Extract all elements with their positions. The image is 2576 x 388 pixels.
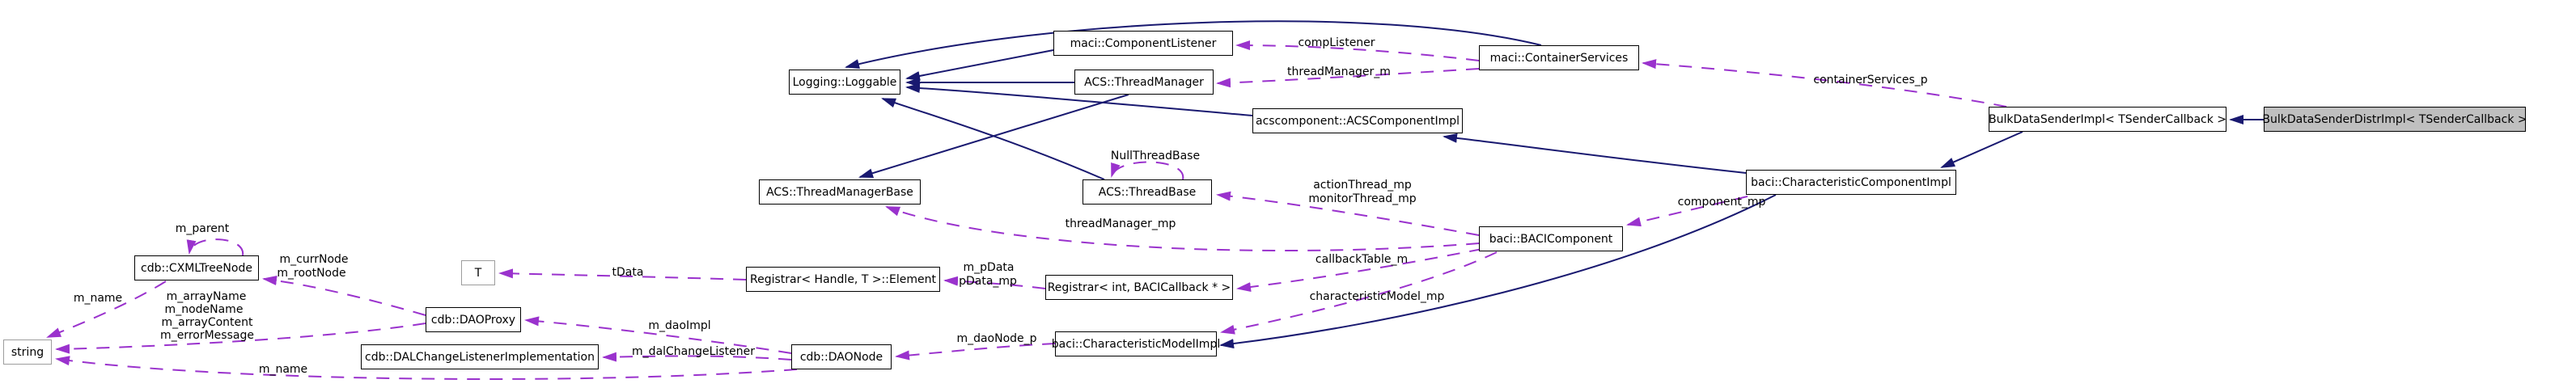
edge-baci-component-to-thread-base	[1216, 191, 1480, 236]
edge-container-services-to-thread-manager	[1216, 68, 1480, 88]
edge-char-component-impl-to-char-model-impl	[1219, 194, 1777, 349]
edge-dao-proxy-to-string-node	[55, 323, 426, 354]
edge-label-m-pdata: m_pData	[963, 261, 1015, 274]
class-node-thread-manager[interactable]: ACS::ThreadManager	[1074, 70, 1214, 95]
edge-dao-node-to-dal-change-listener	[602, 352, 792, 362]
edge-label-m-arrayname: m_arrayName	[166, 290, 247, 303]
edge-label-m-daoimpl: m_daoImpl	[648, 319, 711, 332]
edge-thread-manager-to-thread-manager-base	[858, 94, 1129, 179]
edge-xml-tree-node-to-string-node	[46, 280, 167, 338]
edge-label-threadmanager-m: threadManager_m	[1287, 65, 1391, 78]
edge-label-m-dalchangelistener: m_dalChangeListener	[632, 345, 755, 358]
edge-registrar-element-to-t-node	[498, 268, 747, 280]
class-node-thread-manager-base[interactable]: ACS::ThreadManagerBase	[759, 179, 921, 205]
class-node-loggable[interactable]: Logging::Loggable	[789, 70, 900, 95]
class-node-registrar-element[interactable]: Registrar< Handle, T >::Element	[746, 267, 940, 292]
edge-char-component-impl-to-baci-component	[1626, 196, 1748, 227]
class-node-string-node[interactable]: string	[3, 340, 52, 365]
class-node-dao-proxy[interactable]: cdb::DAOProxy	[426, 307, 521, 332]
class-node-thread-base[interactable]: ACS::ThreadBase	[1083, 179, 1212, 205]
edge-label-component-mp: component_mp	[1677, 196, 1766, 209]
edge-container-services-to-comp-listener	[1235, 40, 1480, 61]
edge-container-services-to-loggable	[845, 20, 1542, 69]
edge-label-m-arraycontent: m_arrayContent	[161, 316, 253, 329]
edge-label-monitorthread-mp: monitorThread_mp	[1308, 192, 1417, 205]
class-node-acs-component-impl[interactable]: acscomponent::ACSComponentImpl	[1252, 108, 1463, 133]
edge-dao-node-to-string-node	[55, 356, 798, 380]
class-node-dal-change-listener[interactable]: cdb::DALChangeListenerImplementation	[361, 344, 599, 369]
class-node-dao-node[interactable]: cdb::DAONode	[791, 344, 892, 369]
edge-thread-base-to-thread-base	[1111, 161, 1184, 180]
edge-comp-listener-to-loggable	[905, 49, 1054, 81]
class-node-char-model-impl[interactable]: baci::CharacteristicModelImpl	[1052, 331, 1220, 356]
edge-dao-node-to-dao-proxy	[524, 316, 792, 354]
edge-label-tdata: tData	[612, 266, 644, 279]
edge-label-callbacktable-m: callbackTable_m	[1315, 253, 1409, 266]
edge-acs-component-impl-to-loggable	[905, 82, 1253, 116]
class-node-container-services[interactable]: maci::ContainerServices	[1479, 45, 1639, 70]
edge-baci-component-to-registrar-int	[1236, 248, 1483, 293]
class-node-baci-component[interactable]: baci::BACIComponent	[1479, 226, 1623, 251]
edge-label-actionthread-mp: actionThread_mp	[1313, 179, 1412, 192]
edge-bulk-sender-to-char-component-impl	[1940, 131, 2023, 168]
edge-thread-base-to-loggable	[881, 98, 1105, 180]
edge-baci-component-to-thread-manager-base	[885, 206, 1480, 252]
edge-label-m-currnode: m_currNode	[279, 253, 349, 266]
edge-label-pdata-mp: pData_mp	[959, 275, 1017, 288]
edge-label-complistener: compListener	[1298, 36, 1375, 49]
edge-label-m-rootnode: m_rootNode	[277, 267, 346, 280]
class-node-xml-tree-node[interactable]: cdb::CXMLTreeNode	[134, 255, 259, 280]
class-node-char-component-impl[interactable]: baci::CharacteristicComponentImpl	[1746, 170, 1956, 195]
class-node-comp-listener[interactable]: maci::ComponentListener	[1053, 31, 1233, 56]
edge-baci-component-to-char-model-impl	[1220, 251, 1498, 335]
edge-xml-tree-node-to-xml-tree-node	[186, 238, 244, 256]
edge-label-characteristicmodel-mp: characteristicModel_mp	[1309, 290, 1445, 303]
edge-label-threadmanager-mp: threadManager_mp	[1065, 217, 1176, 230]
edge-label-m-parent: m_parent	[175, 222, 230, 235]
edge-label-m-daonode-p: m_daoNode_p	[956, 332, 1037, 345]
class-node-bulk-sender-distr[interactable]: BulkDataSenderDistrImpl< TSenderCallback…	[2262, 107, 2527, 132]
edge-char-model-impl-to-dao-node	[895, 343, 1056, 361]
class-node-t-node[interactable]: T	[461, 260, 495, 285]
edge-bulk-sender-to-container-services	[1642, 59, 2007, 108]
edge-label-m-nodename: m_nodeName	[164, 303, 244, 316]
edge-label-m-name: m_name	[258, 363, 308, 376]
edge-char-component-impl-to-acs-component-impl	[1443, 133, 1747, 174]
edge-dao-proxy-to-xml-tree-node	[262, 276, 426, 316]
edge-label-m-name: m_name	[73, 292, 123, 305]
edge-label-m-errormessage: m_errorMessage	[160, 329, 254, 342]
class-node-bulk-sender[interactable]: BulkDataSenderImpl< TSenderCallback >	[1989, 107, 2226, 132]
edge-registrar-int-to-registrar-element	[943, 276, 1046, 289]
edge-label-containerservices-p: containerServices_p	[1813, 74, 1928, 86]
class-node-registrar-int[interactable]: Registrar< int, BACICallback * >	[1045, 275, 1233, 300]
edge-label-nullthreadbase: NullThreadBase	[1110, 150, 1201, 162]
